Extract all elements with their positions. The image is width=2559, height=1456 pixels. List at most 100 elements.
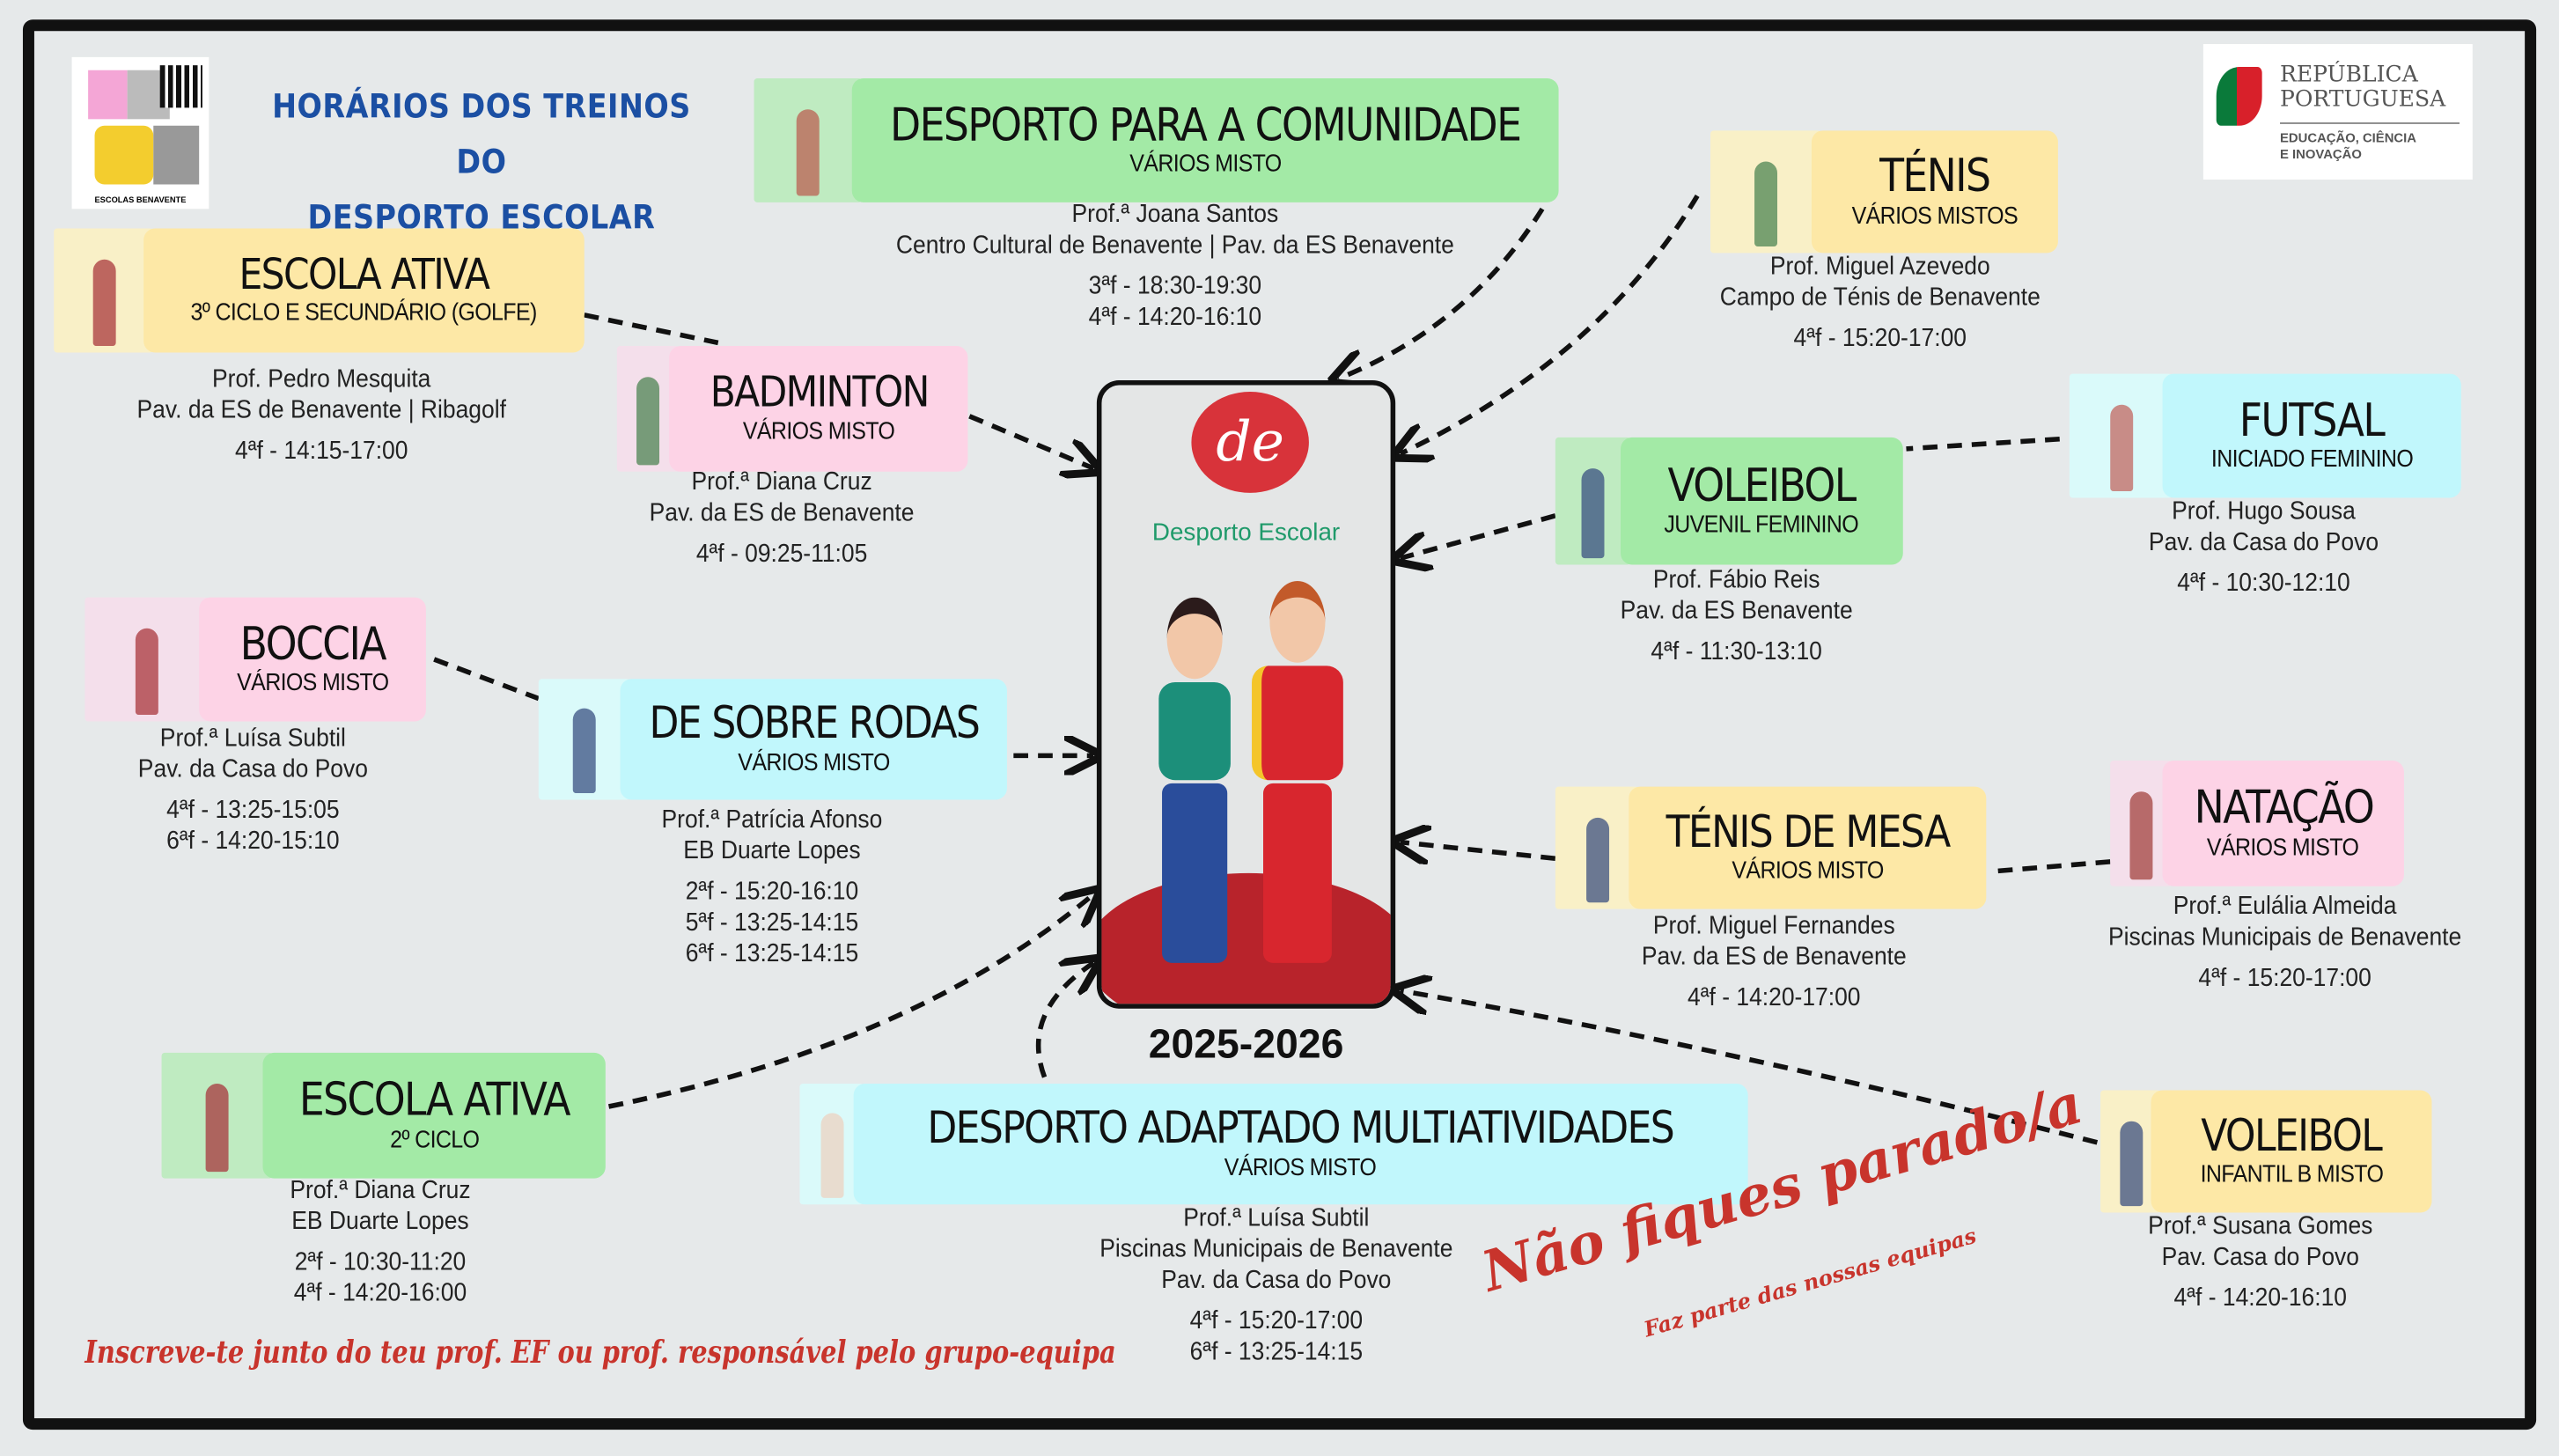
card-schedule: 4ªf - 15:20-17:00 [1720,323,2041,354]
card-location: EB Duarte Lopes [291,1207,469,1236]
athlete-figure-icon [2119,1120,2143,1207]
signup-instruction: Inscreve-te junto do teu prof. EF ou pro… [85,1335,1116,1371]
card-subtitle: VÁRIOS MISTOS [1851,202,2019,231]
connector-natacao [1990,859,2111,874]
connector-tenis [1401,195,1700,453]
gov-logo-line-3: EDUCAÇÃO, CIÊNCIA [2280,130,2416,146]
card-subtitle: 2º CICLO [389,1126,480,1154]
card-title: TÉNIS [1879,148,1991,203]
schedule-entry: 2ªf - 10:30-11:20 [294,1248,467,1276]
card-teacher: Prof.ª Eulália Almeida [2173,893,2397,921]
desporto-escolar-logo: de [1191,391,1309,493]
schedule-entry: 4ªf - 14:20-16:10 [2173,1284,2348,1313]
schedule-entry: 4ªf - 11:30-13:10 [1651,637,1822,666]
athlete-illustration-icon [1710,130,1822,254]
card-location: Piscinas Municipais de Benavente [2107,923,2462,952]
card-subtitle: INICIADO FEMININO [2210,445,2414,474]
card-schedule: 4ªf - 14:15-17:00 [137,436,506,467]
connector-voleibol-infantil [1401,990,2099,1145]
athlete-illustration-icon [538,679,630,800]
card-teacher: Prof.ª Susana Gomes [2148,1212,2373,1241]
athlete-figure-icon [92,259,115,347]
schedule-entry: 4ªf - 15:20-17:00 [1793,324,1967,353]
card-location: Pav. da Casa do Povo [137,755,368,783]
athlete-illustration-icon [161,1052,273,1179]
card-subtitle: VÁRIOS MISTO [1732,857,1884,886]
card-subtitle: 3º CICLO E SECUNDÁRIO (GOLFE) [190,298,538,327]
card-teacher: Prof.ª Luísa Subtil [1183,1204,1370,1232]
card-location: Pav. da ES de Benavente | Ribagolf [136,396,506,425]
page-title: HORÁRIOS DOS TREINOS DO DESPORTO ESCOLAR [268,78,695,245]
connector-tenis-mesa [1401,842,1556,859]
brand-name: Desporto Escolar [1151,518,1341,548]
card-teacher: Prof. Pedro Mesquita [212,365,431,393]
athlete-illustration-icon [616,346,680,472]
card-title: BOCCIA [239,616,386,671]
gov-logo-line-2: PORTUGUESA [2280,86,2446,113]
schedule-entry: 4ªf - 15:20-17:00 [1189,1307,1364,1335]
athlete-figure-icon [1581,468,1605,559]
card-teacher: Prof. Miguel Azevedo [1769,253,1990,281]
season-year: 2025-2026 [1148,1021,1344,1068]
card-subtitle: VÁRIOS MISTO [1129,151,1282,179]
athlete-figure-icon [636,377,660,466]
connector-escola-ativa-golfe [584,313,719,346]
card-location: Pav. da Casa do Povo [2148,528,2379,557]
qr-code-icon[interactable] [159,65,202,108]
connector-badminton [968,414,1093,468]
schedule-entry: 4ªf - 14:20-16:10 [1088,303,1262,332]
connector-futsal [1906,436,2060,452]
athlete-figure-icon [572,709,596,794]
athlete-illustration-icon [1555,786,1639,909]
card-location: Pav. da ES Benavente [1620,597,1853,626]
card-teacher: Prof. Fábio Reis [1652,566,1820,594]
athlete-figure-icon [205,1084,229,1173]
athlete-illustration-icon [54,228,154,353]
card-subtitle: JUVENIL FEMININO [1665,511,1859,540]
athlete-figure-icon [2109,404,2133,492]
school-logo: ESCOLAS BENAVENTE [71,56,210,210]
card-teacher: Prof.ª Patrícia Afonso [661,805,883,835]
athlete-figure-icon [2129,791,2153,880]
title-line-1: HORÁRIOS DOS TREINOS DO [272,86,691,181]
card-subtitle: VÁRIOS MISTO [2207,834,2360,862]
schedule-entry: 4ªf - 14:20-17:00 [1688,983,1861,1012]
athlete-boy-figure [1248,581,1346,973]
athlete-illustration-icon [1555,437,1631,565]
gov-logo-line-4: E INOVAÇÃO [2280,146,2362,162]
card-schedule: 4ªf - 14:20-16:10 [2148,1283,2372,1313]
logo-letters: de [1216,409,1284,475]
connector-escola-ativa-2ciclo [607,894,1094,1109]
card-subtitle: VÁRIOS MISTO [738,748,890,777]
card-teacher: Prof. Miguel Fernandes [1652,912,1895,940]
brush-frame [22,19,2537,1430]
athlete-illustration-icon [2069,373,2173,498]
card-subtitle: VÁRIOS MISTO [236,669,389,698]
schedule-entry: 4ªf - 14:15-17:00 [235,437,408,466]
card-teacher: Prof.ª Diana Cruz [691,468,872,496]
card-subtitle: VÁRIOS MISTO [742,417,895,445]
